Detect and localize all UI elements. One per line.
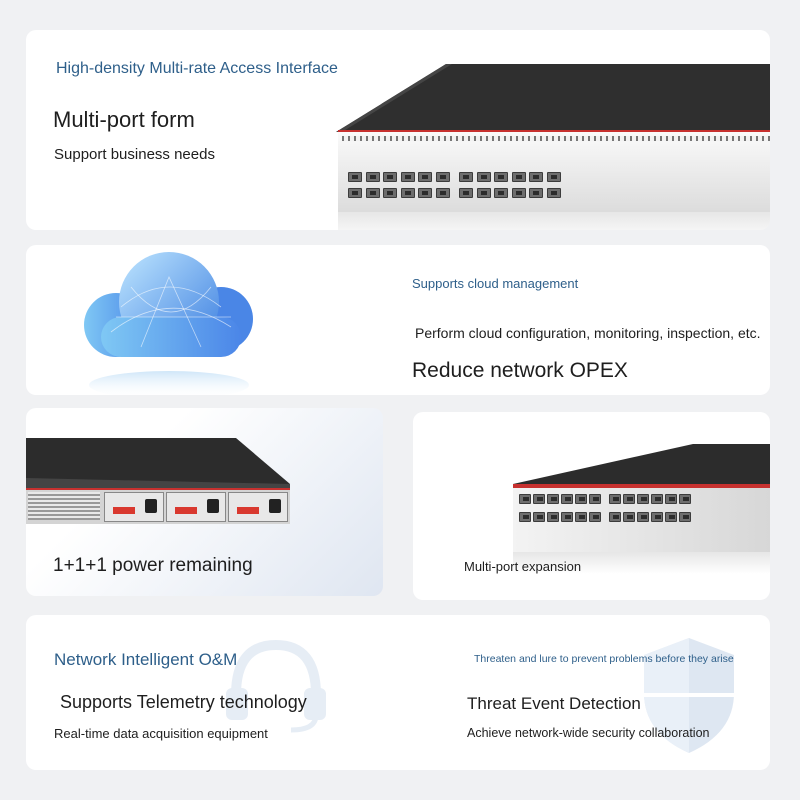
om-subtitle: Real-time data acquisition equipment [54,726,268,741]
shield-icon [634,633,744,758]
ethernet-port [561,512,573,522]
om-title: Supports Telemetry technology [60,692,307,712]
ethernet-port [435,188,450,198]
ethernet-port [561,494,573,504]
ethernet-port [400,188,415,198]
ethernet-port [519,494,531,504]
ethernet-port [665,512,677,522]
cloud-heading: Supports cloud management [412,276,579,291]
ethernet-port [365,172,380,182]
ports-heading: High-density Multi-rate Access Interface [56,60,338,77]
ethernet-port [609,494,621,504]
ethernet-port [533,512,545,522]
expansion-switch-image [513,444,770,574]
power-supply-image [26,438,296,528]
ethernet-port [679,494,691,504]
ethernet-port [348,188,362,198]
threat-subtitle: Achieve network-wide security collaborat… [467,726,710,740]
cloud-title: Reduce network OPEX [412,359,628,382]
card-multi-port: High-density Multi-rate Access Interface… [26,30,770,230]
ethernet-port [589,494,601,504]
ethernet-port [609,512,621,522]
ethernet-port [418,188,432,198]
ethernet-port [476,188,491,198]
ethernet-port [400,172,415,182]
ports-title: Multi-port form [53,107,195,132]
card-cloud-management: Supports cloud management Perform cloud … [26,245,770,395]
ethernet-port [511,172,526,182]
ethernet-port [435,172,450,182]
card-power-redundancy: 1+1+1 power remaining [26,408,383,596]
ethernet-port [651,512,663,522]
threat-title: Threat Event Detection [467,694,641,713]
card-multi-port-expansion: Multi-port expansion [413,412,770,600]
threat-heading: Threaten and lure to prevent problems be… [474,653,734,665]
ethernet-port [529,188,543,198]
ethernet-port [494,172,508,182]
power-title: 1+1+1 power remaining [53,555,253,576]
headset-icon [221,630,331,740]
ethernet-port [651,494,663,504]
ethernet-port [519,512,531,522]
ethernet-port [623,494,635,504]
ethernet-port [679,512,691,522]
ethernet-port [511,188,526,198]
ethernet-port [383,172,397,182]
ethernet-port [348,172,362,182]
ethernet-port [418,172,432,182]
ethernet-port [665,494,677,504]
ethernet-port [459,172,473,182]
ethernet-port [637,494,649,504]
cloud-icon [71,247,261,395]
ethernet-port [494,188,508,198]
ethernet-port [476,172,491,182]
ethernet-port [546,188,561,198]
ethernet-port [459,188,473,198]
ethernet-port [575,512,587,522]
ethernet-port [589,512,601,522]
om-heading: Network Intelligent O&M [54,650,238,669]
cloud-subtitle: Perform cloud configuration, monitoring,… [415,325,761,341]
ethernet-port [623,512,635,522]
ethernet-port [365,188,380,198]
ethernet-port [547,512,559,522]
ethernet-port [529,172,543,182]
ethernet-port [383,188,397,198]
ethernet-port [546,172,561,182]
ethernet-port [637,512,649,522]
ethernet-port [533,494,545,504]
switch-port-grid [348,172,768,212]
ethernet-port [575,494,587,504]
ethernet-port [547,494,559,504]
network-switch-image [336,60,770,230]
card-om-threat: Network Intelligent O&M Supports Telemet… [26,615,770,770]
ports-subtitle: Support business needs [54,146,215,163]
expansion-title: Multi-port expansion [464,559,582,574]
